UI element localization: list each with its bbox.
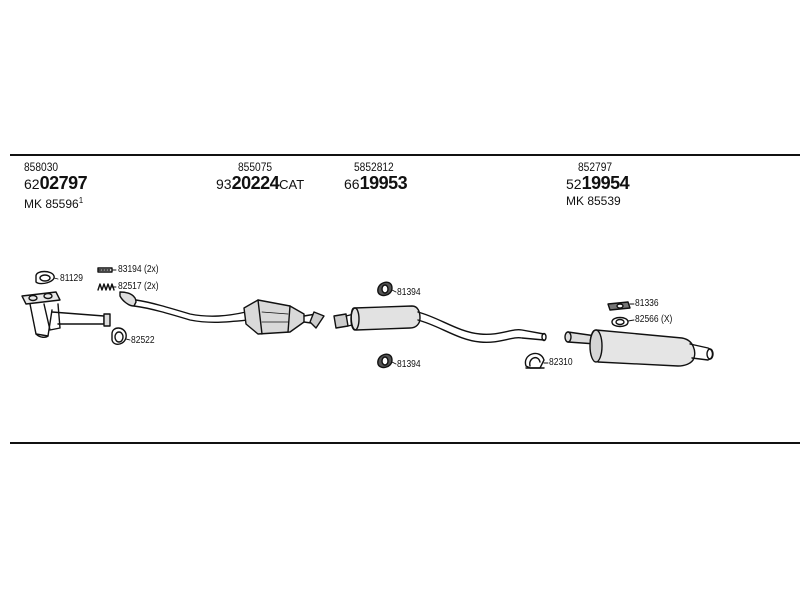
- part-number: 5219954: [566, 173, 630, 193]
- part-label-83194: 83194 (2x): [118, 264, 159, 275]
- gasket-81129-drawing: [35, 270, 55, 285]
- top-border-line: [10, 154, 800, 156]
- part-number: 9320224CAT: [216, 173, 305, 193]
- oem-number: 852797: [578, 160, 613, 174]
- rubber-mount-81394-top-drawing: [377, 281, 393, 297]
- part-label-82517: 82517 (2x): [118, 281, 159, 292]
- part-label-81394-top: 81394: [397, 287, 421, 298]
- leader-lines: [53, 269, 635, 365]
- clamp-82566-drawing: [611, 316, 629, 328]
- part-label-82566: 82566 (X): [635, 314, 673, 325]
- manifold-drawing: [21, 291, 111, 339]
- bottom-border-line: [10, 442, 800, 444]
- part-label-82522: 82522: [131, 335, 155, 346]
- rubber-mount-81394-bottom-drawing: [377, 353, 393, 369]
- clamp-82310-drawing: [524, 352, 545, 369]
- ref-block-middle-silencer: 5852812 6619953: [344, 160, 408, 193]
- ref-block-rear-silencer: 852797 5219954 MK 85539: [566, 160, 630, 208]
- part-number: 6619953: [344, 173, 408, 193]
- part-label-81129: 81129: [60, 273, 84, 284]
- ref-block-front-pipe: 858030 6202797 MK 855961: [24, 160, 88, 211]
- part-number: 6202797: [24, 173, 88, 193]
- bolt-83194-drawing: [97, 267, 113, 273]
- part-label-81394-bottom: 81394: [397, 359, 421, 370]
- oem-number: 858030: [24, 160, 59, 174]
- rubber-mount-81336-drawing: [607, 301, 631, 311]
- spring-82517-drawing: [97, 283, 115, 291]
- middle-silencer-drawing: [333, 305, 547, 344]
- part-label-81336: 81336: [635, 298, 659, 309]
- gasket-82522-drawing: [111, 327, 127, 345]
- oem-number: 855075: [238, 160, 273, 174]
- ref-block-catalyst: 855075 9320224CAT: [216, 160, 304, 192]
- rear-silencer-drawing: [564, 329, 714, 367]
- mounting-kit-number: MK 855961: [24, 196, 84, 211]
- mounting-kit-number: MK 85539: [566, 194, 621, 208]
- oem-number: 5852812: [354, 160, 394, 174]
- part-label-82310: 82310: [549, 357, 573, 368]
- catalyst-pipe-drawing: [119, 291, 325, 335]
